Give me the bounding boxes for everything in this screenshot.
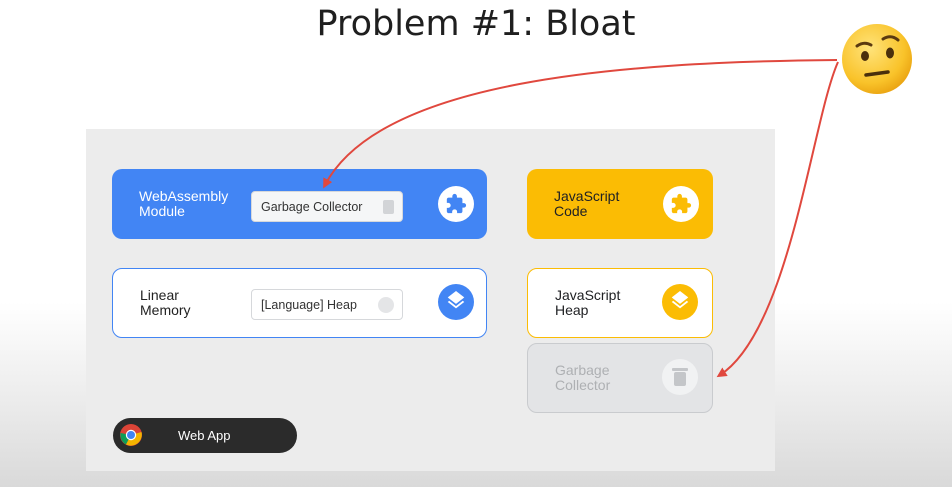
puzzle-icon [663,186,699,222]
language-heap-chip: [Language] Heap [251,289,403,320]
language-heap-chip-label: [Language] Heap [261,297,357,312]
linear-memory-label: Linear Memory [140,287,191,318]
webassembly-module-card: WebAssembly Module Garbage Collector [112,169,487,239]
puzzle-icon [438,186,474,222]
javascript-code-label: JavaScript Code [554,188,620,219]
chrome-icon [120,424,142,446]
webassembly-module-label: WebAssembly Module [139,188,229,219]
web-app-pill: Web App [113,418,297,453]
garbage-collector-card: Garbage Collector [527,343,713,413]
javascript-heap-label: JavaScript Heap [555,287,621,318]
javascript-heap-card: JavaScript Heap [527,268,713,338]
garbage-collector-chip: Garbage Collector [251,191,403,222]
web-app-label: Web App [178,428,231,443]
layers-icon [438,284,474,320]
arrow-to-garbage-collector-chip [323,59,838,189]
garbage-collector-label: Garbage Collector [555,362,611,393]
layers-icon [662,284,698,320]
trash-icon [662,359,698,395]
linear-memory-card: Linear Memory [Language] Heap [112,268,487,338]
arrow-to-garbage-collector-card [716,61,839,378]
garbage-collector-chip-label: Garbage Collector [261,199,363,214]
raised-eyebrow-emoji-icon [842,24,912,94]
javascript-code-card: JavaScript Code [527,169,713,239]
trash-icon [383,200,394,214]
page-title: Problem #1: Bloat [316,4,636,44]
heap-dot-icon [378,297,394,313]
